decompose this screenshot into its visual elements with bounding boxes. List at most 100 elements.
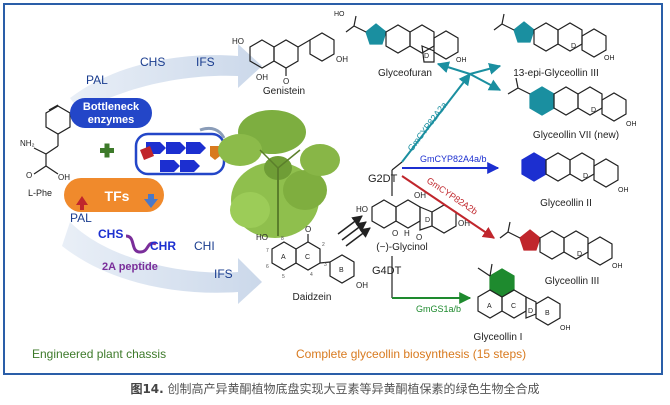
ii-label: Glyceollin II [540, 198, 592, 209]
vii-oh: OH [626, 121, 637, 128]
daidzein-structure [271, 234, 355, 284]
ii-oh: OH [618, 187, 629, 194]
glycinol-ho: HO [356, 205, 368, 214]
g4dt-label: G4DT [372, 265, 402, 277]
genistein-o: O [283, 77, 289, 86]
enzyme-pal-upper: PAL [86, 73, 108, 87]
ii-ring-d: D [583, 173, 588, 180]
glycinol-label: (−)-Glycinol [376, 242, 427, 253]
epi-oh: OH [604, 55, 615, 62]
enzyme-ifs-upper: IFS [196, 55, 215, 69]
arrow-cyp2b [401, 175, 495, 239]
i-oh: OH [560, 325, 571, 332]
tfs-label: TFs [105, 188, 130, 204]
caption-label: 图14. [130, 382, 164, 396]
glycinol-ring-d: D [425, 217, 430, 224]
epi-ring-d: D [571, 43, 576, 50]
epi-label: 13-epi-Glyceollin III [513, 68, 599, 79]
upper-flow-arrow [70, 44, 262, 112]
bottleneck-label-1: Bottleneck [83, 101, 140, 113]
glycinol-o-2: O [416, 233, 422, 242]
daidzein-num-4: 4 [310, 272, 313, 278]
glyceollin-iii-structure [499, 221, 613, 266]
iii-ring-d: D [577, 251, 582, 258]
iii-oh: OH [612, 263, 623, 270]
glyceofuran-ho: HO [334, 11, 345, 18]
bottleneck-pill [70, 98, 152, 128]
tfs-pill [64, 178, 164, 212]
daidzein-num-5: 5 [282, 274, 285, 280]
genistein-ho: HO [232, 37, 244, 46]
arrow-to-vii [469, 73, 502, 91]
enzyme-chi: CHI [194, 239, 215, 253]
vii-ring-d: D [591, 107, 596, 114]
glycinol-oh-2: OH [458, 219, 470, 228]
daidzein-oh: OH [356, 281, 368, 290]
lower-flow-arrow [62, 222, 262, 304]
enzyme-chs-lower: CHS [98, 227, 123, 241]
glyceofuran-oh: OH [456, 57, 467, 64]
genistein-oh-b: OH [336, 55, 348, 64]
enzyme-chs-upper: CHS [140, 55, 165, 69]
enzyme-chr: CHR [150, 239, 176, 253]
caption-text: 创制高产异黄酮植物底盘实现大豆素等异黄酮植保素的绿色生物全合成 [163, 382, 540, 396]
enzyme-cyp2a: GmCYP82A2a [406, 100, 450, 153]
peptide-label: 2A peptide [102, 261, 158, 273]
iii-label: Glyceollin III [545, 276, 599, 287]
glycinol-oh-1: OH [414, 191, 426, 200]
glyceollin-vii-structure [507, 77, 627, 122]
arrow-cyp2a [401, 73, 471, 163]
daidzein-num-2: 2 [322, 242, 325, 248]
epi-glyceollin-iii-structure [493, 13, 607, 58]
plus-icon [100, 143, 114, 158]
footer-right: Complete glyceollin biosynthesis (15 ste… [296, 347, 526, 361]
daidzein-o: O [305, 225, 311, 234]
arrow-to-glyceofuran [436, 61, 471, 75]
l-phe-oh: OH [58, 173, 70, 182]
enzyme-gs: GmGS1a/b [416, 304, 461, 314]
daidzein-num-3: 3 [324, 262, 327, 268]
glycinol-h: H [404, 229, 410, 238]
daidzein-num-7: 7 [266, 248, 269, 254]
i-label: Glyceollin I [474, 332, 523, 343]
i-ring-b: B [545, 310, 550, 317]
footer-left: Engineered plant chassis [32, 347, 166, 361]
vii-label: Glyceollin VII (new) [533, 130, 619, 141]
l-phe-label: L-Phe [28, 188, 52, 198]
i-ring-c: C [511, 303, 516, 310]
daidzein-num-6: 6 [266, 264, 269, 270]
daidzein-ring-b: B [339, 267, 344, 274]
genistein-label: Genistein [263, 86, 305, 97]
gene-construct-icon [134, 126, 226, 176]
glyceollin-i-structure [477, 263, 561, 326]
glyceollin-ii-structure [521, 152, 619, 188]
daidzein-ring-a: A [281, 254, 286, 261]
arrow-to-epi [469, 62, 502, 75]
i-ring-a: A [487, 303, 492, 310]
l-phe-nh2: NH₂ [20, 139, 35, 148]
glyceofuran-ring-d: D [424, 53, 429, 60]
glyceofuran-label: Glyceofuran [378, 68, 432, 79]
daidzein-ring-c: C [305, 254, 310, 261]
g2dt-branch [391, 161, 403, 171]
l-phe-o: O [26, 171, 32, 180]
daidzein-num-8: 8 [281, 236, 284, 242]
enzyme-cyp4a: GmCYP82A4a/b [420, 154, 487, 164]
figure-caption: 图14. 创制高产异黄酮植物底盘实现大豆素等异黄酮植保素的绿色生物全合成 [0, 380, 670, 397]
down-arrow-icon [144, 194, 158, 208]
glyceofuran-structure [345, 15, 459, 63]
bottleneck-label-2: enzymes [88, 114, 134, 126]
multi-step-arrows [337, 215, 371, 247]
up-arrow-icon [76, 196, 88, 210]
soybean-plant-image [218, 110, 340, 238]
genistein-oh-a: OH [256, 73, 268, 82]
glycinol-o-1: O [392, 229, 398, 238]
daidzein-ho: HO [256, 233, 268, 242]
i-ring-d: D [528, 308, 533, 315]
l-phe-structure [33, 104, 71, 175]
genistein-structure [249, 32, 335, 76]
daidzein-label: Daidzein [293, 292, 332, 303]
g2dt-label: G2DT [368, 173, 398, 185]
